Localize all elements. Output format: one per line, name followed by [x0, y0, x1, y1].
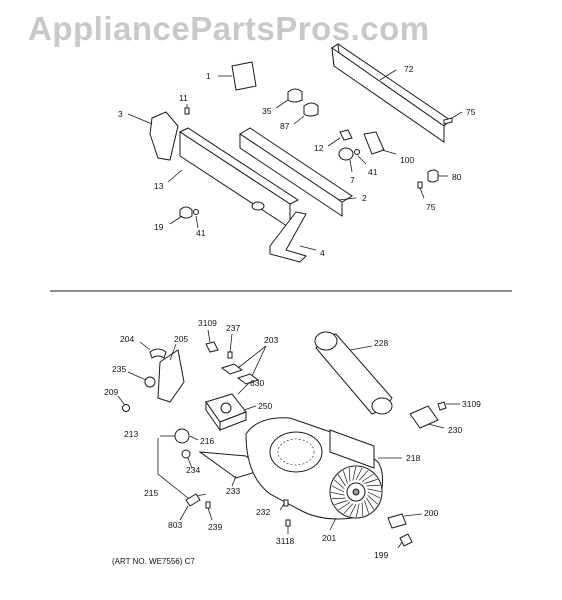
callout-label: 233	[226, 486, 240, 496]
callout-label: 250	[258, 401, 272, 411]
callout-label: 11	[179, 93, 188, 103]
part-803	[185, 493, 201, 507]
part-end-cap-4	[269, 211, 307, 263]
callout-label: 218	[406, 453, 420, 463]
part-19	[179, 206, 193, 219]
part-3109-b	[437, 401, 447, 411]
callout-label: 41	[368, 167, 378, 177]
part-200	[387, 513, 407, 529]
callout-label: 200	[424, 508, 438, 518]
part-41-b	[193, 209, 199, 215]
part-204	[149, 348, 167, 359]
callout-label: 75	[426, 202, 436, 212]
part-232	[283, 499, 289, 507]
part-234	[181, 449, 191, 459]
callout-label: 232	[256, 507, 270, 517]
part-3109-a	[205, 341, 219, 353]
callout-label: 199	[374, 550, 388, 560]
part-instruction-sheet	[231, 61, 257, 91]
callout-label: 41	[196, 228, 206, 238]
part-3118	[285, 519, 291, 527]
part-knob-35	[287, 88, 303, 103]
part-screw-11	[184, 107, 190, 115]
callout-label: 204	[120, 334, 134, 344]
callout-label: 13	[154, 181, 164, 191]
callout-label: 87	[280, 121, 290, 131]
part-rear-panel	[331, 43, 451, 127]
blower-wheel-fins	[330, 466, 382, 518]
part-knob-87	[303, 102, 319, 117]
part-205	[157, 349, 185, 403]
part-237	[227, 351, 233, 359]
part-duct-228	[314, 331, 393, 415]
callout-label: 35	[262, 106, 272, 116]
part-203-b	[236, 373, 260, 385]
callout-label: 72	[404, 64, 414, 74]
callout-label: 213	[124, 429, 138, 439]
callout-label: 4	[320, 248, 325, 258]
part-100	[363, 131, 385, 155]
part-12	[339, 129, 353, 141]
callout-label: 235	[112, 364, 126, 374]
callout-label: 7	[350, 175, 355, 185]
part-timer-250	[205, 393, 247, 432]
part-230	[409, 405, 439, 429]
callout-label: 19	[154, 222, 164, 232]
callout-label: 201	[322, 533, 336, 543]
part-control-panel-hole	[251, 201, 265, 211]
callout-label: 239	[208, 522, 222, 532]
callout-label: 1	[206, 71, 211, 81]
part-235	[144, 376, 156, 388]
watermark-text: AppliancePartsPros.com	[28, 10, 430, 47]
part-203-a	[220, 363, 244, 375]
callout-label: 3109	[198, 318, 217, 328]
part-75-a	[443, 117, 453, 125]
callout-label: 203	[264, 335, 278, 345]
callout-label: 237	[226, 323, 240, 333]
callout-label: 209	[104, 387, 118, 397]
part-216	[174, 428, 190, 444]
part-end-cap	[149, 111, 179, 161]
callout-label: 803	[168, 520, 182, 530]
callout-label: 80	[452, 172, 462, 182]
part-75-b	[417, 181, 423, 189]
callout-label: 205	[174, 334, 188, 344]
part-41-a	[354, 149, 360, 155]
callout-label: 230	[448, 425, 462, 435]
callout-label: 3	[118, 109, 123, 119]
part-rear-panel-face	[331, 46, 445, 143]
part-239	[205, 501, 211, 509]
part-7	[338, 147, 354, 161]
callout-label: 234	[186, 465, 200, 475]
part-blower-wheel-201	[329, 465, 383, 519]
callout-label: 3118	[276, 536, 295, 546]
part-199	[399, 533, 413, 547]
callout-label: 216	[200, 436, 214, 446]
callout-label: 630	[250, 378, 264, 388]
callout-label: 12	[314, 143, 324, 153]
callout-labels-top: 1 72 11 3 35 87 75 12 100 7 41 80 13 75 …	[118, 64, 476, 258]
callout-label: 2	[362, 193, 367, 203]
part-80	[427, 169, 439, 183]
art-number-caption: (ART NO. WE7556) C7	[112, 557, 195, 566]
part-209	[122, 404, 130, 412]
callout-labels-bottom: 3109 237 204 205 203 228 235 630 209 250…	[104, 318, 481, 560]
callout-label: 100	[400, 155, 414, 165]
callout-label: 75	[466, 107, 476, 117]
callout-label: 228	[374, 338, 388, 348]
callout-label: 215	[144, 488, 158, 498]
callout-label: 3109	[462, 399, 481, 409]
part-bracket-face	[239, 133, 343, 217]
